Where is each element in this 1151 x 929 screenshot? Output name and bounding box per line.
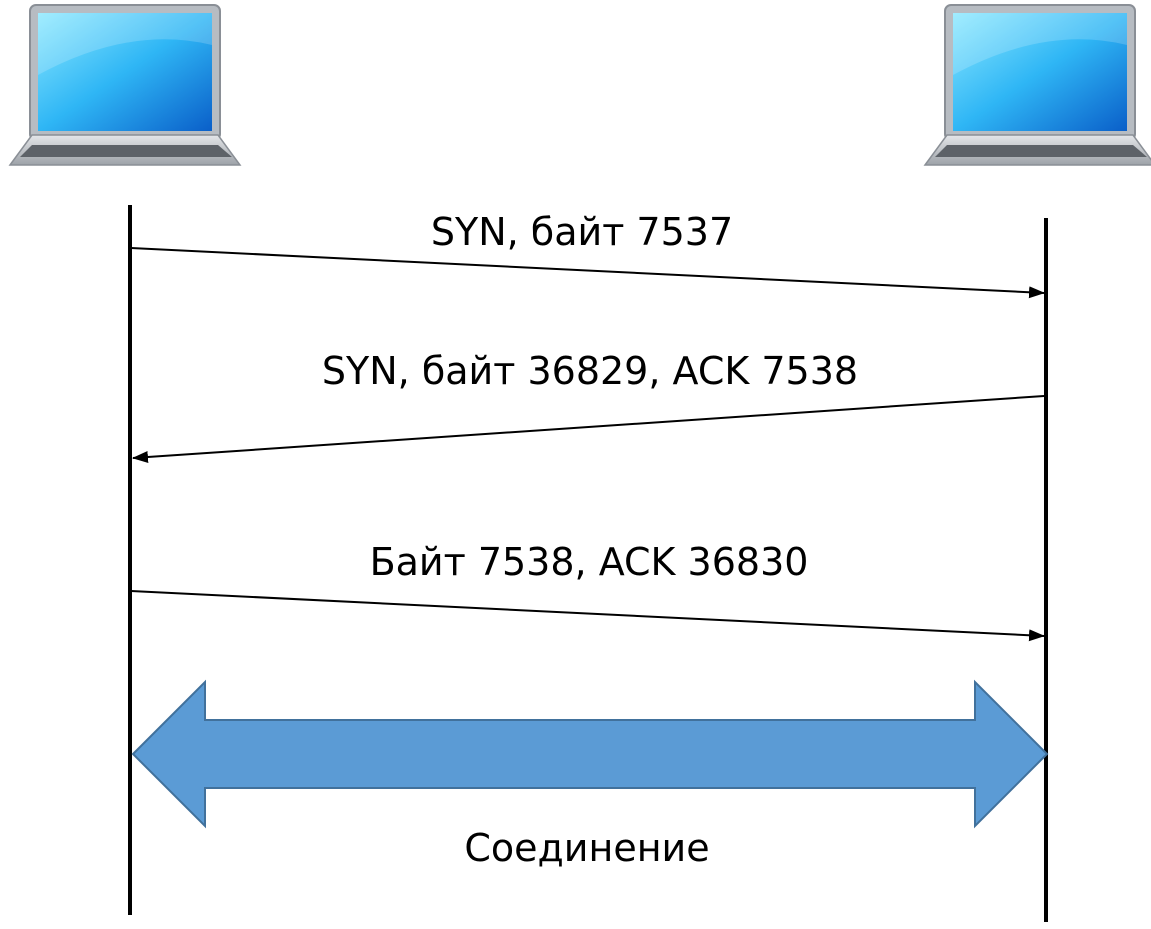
- connection-double-arrow: [131, 679, 1049, 829]
- message-arrow: [132, 395, 1045, 463]
- message-label-syn: SYN, байт 7537: [430, 210, 734, 254]
- connection-label: Соединение: [464, 826, 710, 870]
- message-label-syn-ack: SYN, байт 36829, ACK 7538: [321, 349, 859, 393]
- laptop-icon: [8, 4, 242, 166]
- laptop-icon: [923, 4, 1151, 166]
- message-arrow: [130, 590, 1045, 642]
- message-arrow: [130, 247, 1045, 299]
- message-label-ack: Байт 7538, ACK 36830: [369, 540, 809, 584]
